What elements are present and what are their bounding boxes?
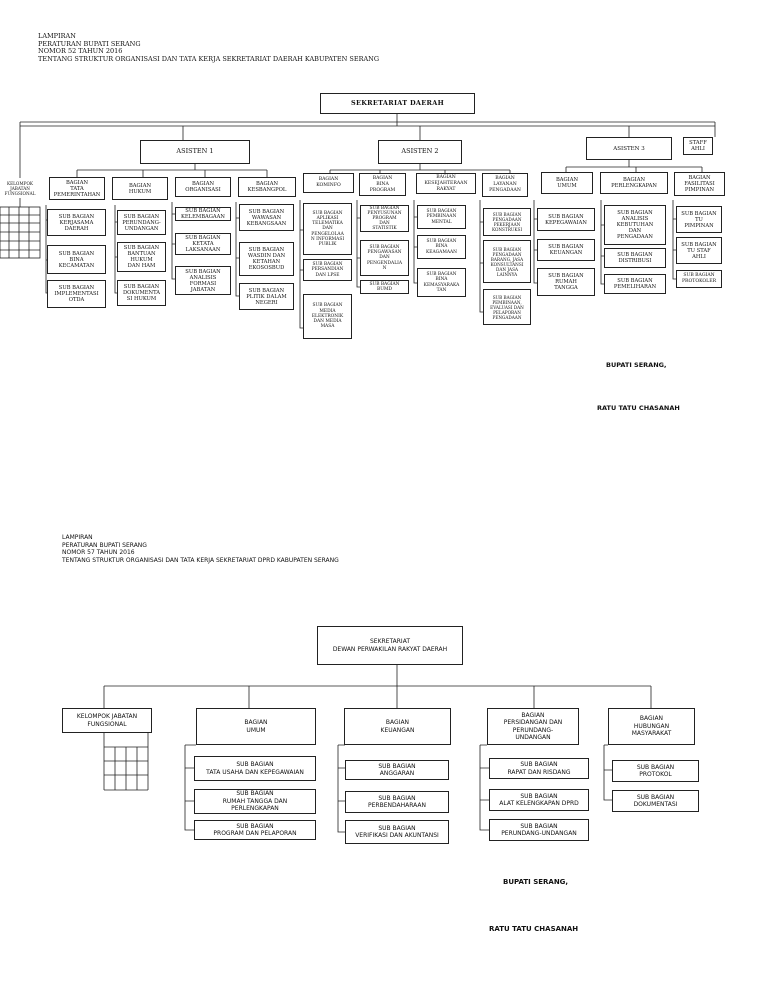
sub-bagian-box: SUB BAGIAN PENYUSUNAN PROGRAM DAN STATIS… bbox=[360, 205, 409, 232]
signature-title-1: BUPATI SERANG, bbox=[606, 361, 667, 369]
bagian-fasilitasi-pimpinan: BAGIAN FASILITASI PIMPINAN bbox=[674, 172, 725, 196]
sub-bagian-box: SUB BAGIAN VERIFIKASI DAN AKUNTANSI bbox=[345, 820, 449, 844]
sub-bagian-box: SUB BAGIAN PERUNDANG-UNDANGAN bbox=[489, 819, 589, 841]
bagian-organisasi: BAGIAN ORGANISASI bbox=[175, 177, 231, 197]
sub-bagian-box: SUB BAGIAN KEPEGAWAIAN bbox=[537, 208, 595, 231]
sub-bagian-box: SUB BAGIAN RAPAT DAN RISDANG bbox=[489, 758, 589, 779]
bagian-bina-program: BAGIAN BINA PROGRAM bbox=[359, 173, 406, 196]
sub-bagian-box: SUB BAGIAN PENGADAAN PEKERJAAN KONSTRUKS… bbox=[483, 208, 531, 236]
bagian-keuangan-box: BAGIAN KEUANGAN bbox=[344, 708, 451, 745]
kelompok-jabatan-fungsional-box: KELOMPOK JABATAN FUNGSIONAL bbox=[62, 708, 152, 733]
bagian-persidangan-box: BAGIAN PERSIDANGAN DAN PERUNDANG- UNDANG… bbox=[487, 708, 579, 745]
bagian-kominfo: BAGIAN KOMINFO bbox=[303, 173, 354, 193]
lampiran-header-2: LAMPIRAN PERATURAN BUPATI SERANG NOMOR 5… bbox=[62, 534, 339, 564]
bagian-perlengkapan: BAGIAN PERLENGKAPAN bbox=[600, 172, 668, 194]
sub-bagian-box: SUB BAGIAN TU STAF AHLI bbox=[676, 237, 722, 264]
sub-bagian-box: SUB BAGIAN APLIKASI TELEMATIKA DAN PENGE… bbox=[303, 203, 352, 255]
sub-bagian-box: SUB BAGIAN PROTOKOLER bbox=[676, 270, 722, 288]
bagian-kesbangpol: BAGIAN KESBANGPOL bbox=[238, 177, 296, 197]
sub-bagian-box: SUB BAGIAN KELEMBAGAAN bbox=[175, 207, 231, 221]
sub-bagian-box: SUB BAGIAN BINA KEAGAMAAN bbox=[417, 235, 466, 259]
sub-bagian-box: SUB BAGIAN PLITIK DALAM NEGERI bbox=[239, 283, 294, 310]
bagian-humas-box: BAGIAN HUBUNGAN MASYARAKAT bbox=[608, 708, 695, 745]
bagian-layanan-pengadaan: BAGIAN LAYANAN PENGADAAN bbox=[482, 173, 528, 197]
bagian-umum: BAGIAN UMUM bbox=[541, 172, 593, 194]
sub-bagian-box: SUB BAGIAN IMPLEMENTASI OTDA bbox=[47, 280, 106, 308]
bagian-hukum: BAGIAN HUKUM bbox=[112, 177, 168, 200]
sub-bagian-box: SUB BAGIAN BANTUAN HUKUM DAN HAM bbox=[117, 242, 166, 272]
sub-bagian-box: SUB BAGIAN KETATA LAKSANAAN bbox=[175, 233, 231, 255]
asisten-3-box: ASISTEN 3 bbox=[586, 137, 672, 160]
sub-bagian-box: SUB BAGIAN PERBENDAHARAAN bbox=[345, 791, 449, 813]
header-line: NOMOR 57 TAHUN 2016 bbox=[62, 549, 135, 556]
sub-bagian-box: SUB BAGIAN BINA KEMASYARAKA TAN bbox=[417, 268, 466, 297]
sub-bagian-box: SUB BAGIAN PENGAWASAN DAN PENGENDALIA N bbox=[360, 240, 409, 276]
sub-bagian-box: SUB BAGIAN TU PIMPINAN bbox=[676, 206, 722, 233]
sub-bagian-box: SUB BAGIAN RUMAH TANGGA bbox=[537, 268, 595, 296]
staff-ahli-box: STAFF AHLI bbox=[683, 137, 713, 155]
signature-name-1: RATU TATU CHASANAH bbox=[597, 404, 680, 412]
sub-bagian-box: SUB BAGIAN DOKUMENTASI bbox=[612, 790, 699, 812]
signature-name-2: RATU TATU CHASANAH bbox=[489, 925, 579, 933]
sub-bagian-box: SUB BAGIAN DISTRIBUSI bbox=[604, 248, 666, 268]
header-line: LAMPIRAN bbox=[38, 32, 76, 40]
sub-bagian-box: SUB BAGIAN DOKUMENTA SI HUKUM bbox=[117, 280, 166, 306]
sub-bagian-box: SUB BAGIAN BUMD bbox=[360, 280, 409, 294]
sub-bagian-box: SUB BAGIAN PERUNDANG- UNDANGAN bbox=[117, 210, 166, 235]
header-line: TENTANG STRUKTUR ORGANISASI DAN TATA KER… bbox=[62, 556, 339, 564]
header-line: NOMOR 52 TAHUN 2016 bbox=[38, 47, 123, 55]
asisten-2-box: ASISTEN 2 bbox=[378, 140, 462, 164]
sub-bagian-box: SUB BAGIAN TATA USAHA DAN KEPEGAWAIAN bbox=[194, 756, 316, 781]
sub-bagian-box: SUB BAGIAN BINA KECAMATAN bbox=[47, 245, 106, 274]
sub-bagian-box: SUB BAGIAN PEMBINAAN MENTAL bbox=[417, 205, 466, 229]
sub-bagian-box: SUB BAGIAN RUMAH TANGGA DAN PERLENGKAPAN bbox=[194, 789, 316, 814]
sub-bagian-box: SUB BAGIAN ANALISIS FORMASI JABATAN bbox=[175, 266, 231, 295]
signature-title-2: BUPATI SERANG, bbox=[503, 878, 569, 886]
bagian-kesejahteraan-rakyat: BAGIAN KESEJAHTERAAN RAKYAT bbox=[416, 173, 476, 194]
kelompok-jabatan-fungsional-label: KELOMPOK JABATAN FUNGSIONAL bbox=[2, 178, 38, 198]
sub-bagian-box: SUB BAGIAN KEUANGAN bbox=[537, 239, 595, 261]
header-line: PERATURAN BUPATI SERANG bbox=[62, 541, 147, 549]
sub-bagian-box: SUB BAGIAN WASDIN DAN KETAHAN EKOSOSBUD bbox=[239, 242, 294, 276]
sub-bagian-box: SUB BAGIAN PERSANDIAN DAN LPSE bbox=[303, 259, 352, 281]
asisten-1-box: ASISTEN 1 bbox=[140, 140, 250, 164]
header-line: TENTANG STRUKTUR ORGANISASI DAN TATA KER… bbox=[38, 54, 380, 63]
sub-bagian-box: SUB BAGIAN PROTOKOL bbox=[612, 760, 699, 782]
bagian-umum-box: BAGIAN UMUM bbox=[196, 708, 316, 745]
sub-bagian-box: SUB BAGIAN ANALISIS KEBUTUHAN DAN PENGAD… bbox=[604, 205, 666, 245]
header-line: PERATURAN BUPATI SERANG bbox=[38, 39, 141, 48]
sub-bagian-box: SUB BAGIAN PEMBINAAN, EVALUASI DAN PELAP… bbox=[483, 289, 531, 325]
header-line: LAMPIRAN bbox=[62, 534, 93, 541]
sub-bagian-box: SUB BAGIAN PENGADAAN BARANG, JASA KONSUL… bbox=[483, 240, 531, 283]
sub-bagian-box: SUB BAGIAN WAWASAN KEBANGSAAN bbox=[239, 204, 294, 231]
sub-bagian-box: SUB BAGIAN ANGGARAN bbox=[345, 760, 449, 780]
sub-bagian-box: SUB BAGIAN PEMELIHARAN bbox=[604, 274, 666, 294]
sub-bagian-box: SUB BAGIAN MEDIA ELEKTRONIK DAN MEDIA MA… bbox=[303, 294, 352, 339]
sub-bagian-box: SUB BAGIAN PROGRAM DAN PELAPORAN bbox=[194, 820, 316, 840]
sub-bagian-box: SUB BAGIAN KERJASAMA DAERAH bbox=[47, 209, 106, 236]
lampiran-header-1: LAMPIRAN PERATURAN BUPATI SERANG NOMOR 5… bbox=[38, 32, 380, 63]
bagian-tata-pemerintahan: BAGIAN TATA PEMERINTAHAN bbox=[49, 177, 105, 200]
sub-bagian-box: SUB BAGIAN ALAT KELENGKAPAN DPRD bbox=[489, 789, 589, 811]
sekretariat-dprd-box: SEKRETARIAT DEWAN PERWAKILAN RAKYAT DAER… bbox=[317, 626, 463, 665]
sekretariat-daerah-box: SEKRETARIAT DAERAH bbox=[320, 93, 475, 114]
